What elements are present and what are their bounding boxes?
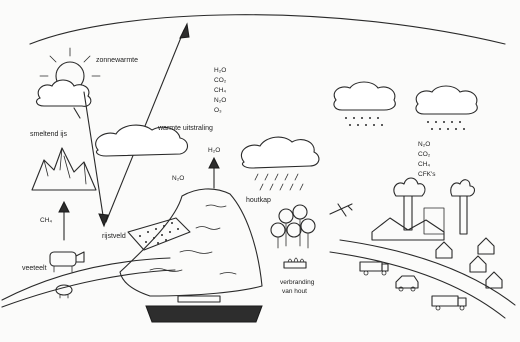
label-verbranding: verbranding — [280, 279, 315, 286]
ch4-arrowhead — [59, 202, 69, 212]
heat-arrowhead-bottom — [99, 214, 108, 226]
truck-icon-1 — [360, 262, 388, 275]
gas-top-2: CO₂ — [214, 77, 227, 84]
label-houtkap: houtkap — [246, 197, 271, 204]
car-icon — [396, 276, 418, 291]
gas-list-industry: N₂O CO₂ CH₄ CFK's — [418, 141, 436, 178]
heat-arrow-down — [84, 92, 104, 222]
label-ch4-veeteelt: CH₄ — [40, 217, 52, 224]
gas-top-5: O₃ — [214, 107, 222, 114]
factory-icon — [372, 178, 475, 240]
gas-top-4: N₂O — [214, 97, 226, 104]
earth-surface-line-2 — [2, 270, 175, 307]
label-zonnewarmte: zonnewarmte — [96, 57, 138, 64]
label-smeltend-ijs: smeltend ijs — [30, 131, 67, 138]
label-rijstveld: rijstveld — [102, 233, 126, 240]
water-ripples — [150, 205, 236, 274]
water-body — [120, 189, 262, 296]
rain-cloud-right-1 — [334, 82, 395, 110]
gas-list-top: H₂O CO₂ CH₄ N₂O O₃ — [214, 67, 227, 114]
gas-top-1: H₂O — [214, 67, 226, 74]
gas-industry-4: CFK's — [418, 171, 436, 178]
rain-cloud-right-2 — [416, 86, 477, 114]
forest-icon — [271, 205, 315, 248]
gas-industry-1: N₂O — [418, 141, 430, 148]
rain-drops-right-1 — [345, 117, 383, 126]
rice-field — [128, 218, 190, 250]
h2o-arrowhead — [209, 158, 219, 168]
gas-industry-3: CH₄ — [418, 161, 430, 168]
sun-ray-short-arrow — [74, 108, 80, 118]
label-veeteelt: veeteelt — [22, 265, 47, 272]
label-van-hout: van hout — [282, 288, 307, 295]
fire-icon — [284, 258, 306, 268]
houses-icon — [436, 238, 502, 288]
label-h2o-arrow: H₂O — [208, 147, 220, 154]
earth-surface-line-3 — [340, 240, 515, 305]
label-warmte-uitstraling: warmte uitstraling — [157, 125, 213, 132]
rain-drops-right-2 — [427, 121, 465, 130]
truck-icon-2 — [432, 296, 466, 310]
gas-industry-2: CO₂ — [418, 151, 431, 158]
water-outlet — [178, 296, 220, 302]
mountains — [32, 148, 96, 190]
heat-arrowhead-top — [180, 24, 189, 38]
airplane-icon — [330, 204, 352, 216]
cow-icon — [50, 252, 84, 272]
sun-cloud — [37, 80, 91, 106]
gas-top-3: CH₄ — [214, 87, 226, 94]
atmosphere-boundary — [30, 15, 505, 44]
label-n2o-land: N₂O — [172, 175, 184, 182]
rain-cloud-center — [241, 137, 319, 168]
ground-slab — [146, 306, 262, 322]
rain-drops-center — [255, 174, 303, 190]
